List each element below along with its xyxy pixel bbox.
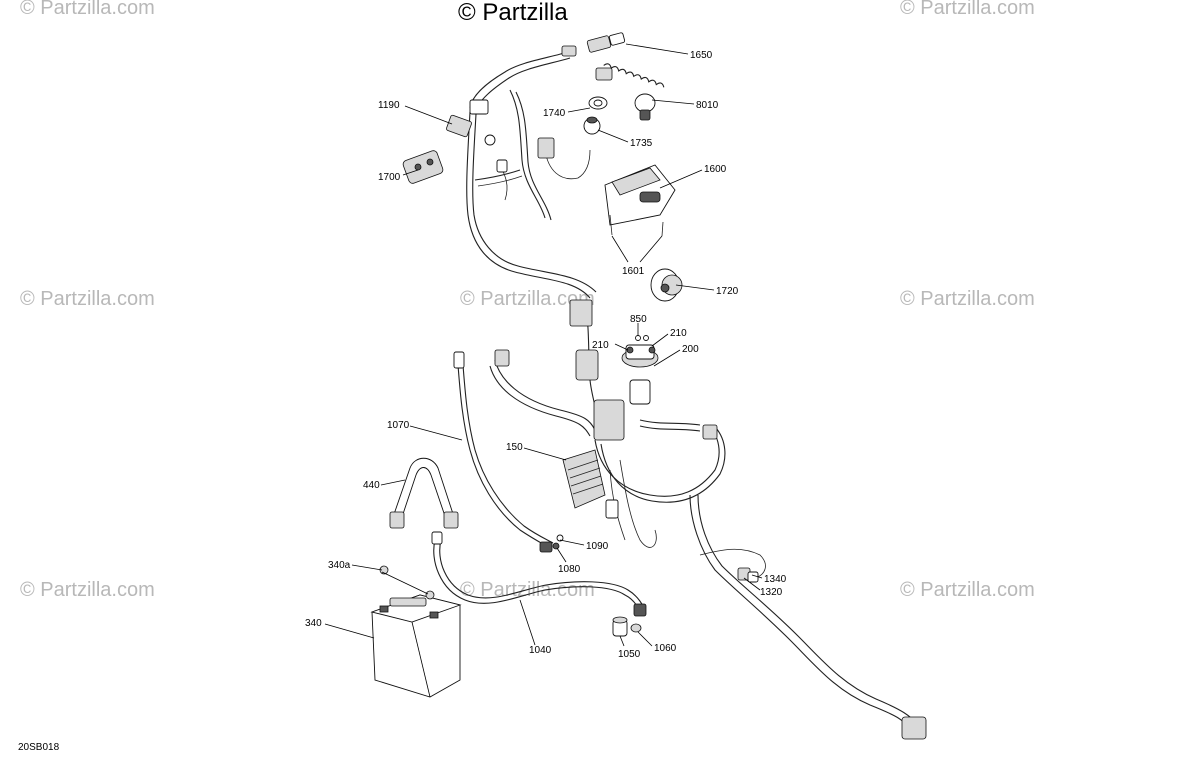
callout-340: 340 <box>305 618 322 629</box>
callout-1070: 1070 <box>387 420 410 431</box>
regulator-150 <box>562 449 606 509</box>
callout-850: 850 <box>630 314 647 325</box>
watermark-4: © Partzilla.com <box>460 288 595 310</box>
watermark-2: © Partzilla.com <box>900 0 1035 19</box>
nut-1060 <box>630 623 642 633</box>
callout-1700: 1700 <box>378 172 401 183</box>
fuse-holder-1050 <box>612 616 628 637</box>
callout-1600: 1600 <box>704 164 727 175</box>
battery-340 <box>370 594 462 698</box>
callout-1735: 1735 <box>630 138 653 149</box>
battery-strap-440 <box>389 457 459 529</box>
watermark-6: © Partzilla.com <box>20 579 155 601</box>
watermark-5: © Partzilla.com <box>900 288 1035 310</box>
cable-1040 <box>433 539 641 616</box>
callout-1601: 1601 <box>622 266 645 277</box>
callout-1080: 1080 <box>558 564 581 575</box>
wiring-harness <box>466 51 919 731</box>
harness-connectors-middle <box>494 349 718 519</box>
reference-code: 20SB018 <box>18 742 60 753</box>
callout-1320: 1320 <box>760 587 783 598</box>
hardware-1080-1090 <box>552 534 564 550</box>
harness-end-connector <box>901 716 927 740</box>
callout-210-left: 210 <box>592 340 609 351</box>
callout-1650: 1650 <box>690 50 713 61</box>
leader-lines <box>324 43 763 647</box>
cap-1735 <box>583 116 601 135</box>
callout-1340: 1340 <box>764 574 787 585</box>
watermark-1: © Partzilla.com <box>20 0 155 19</box>
ecu-1600 <box>604 164 676 237</box>
connector-1340-1320 <box>737 567 759 583</box>
module-1700 <box>402 150 444 184</box>
callout-1050: 1050 <box>618 649 641 660</box>
callout-200: 200 <box>682 344 699 355</box>
callout-labels: 1650 8010 1740 1735 1190 1700 1600 1601 … <box>305 50 787 660</box>
callout-8010: 8010 <box>696 100 719 111</box>
callout-210-right: 210 <box>670 328 687 339</box>
callout-1090: 1090 <box>586 541 609 552</box>
grommet-1740 <box>588 96 608 110</box>
harness-connectors-upper <box>496 137 593 327</box>
connector-1650 <box>561 32 626 57</box>
callout-1040: 1040 <box>529 645 552 656</box>
callout-340a: 340a <box>328 560 351 571</box>
solenoid-200 <box>621 335 659 368</box>
bolts-340a <box>379 565 435 600</box>
coil-cord-8010 <box>595 63 665 121</box>
grommet-1720 <box>650 268 683 302</box>
connector-1190 <box>446 99 496 146</box>
watermark-top: © Partzilla <box>458 0 568 26</box>
watermark-3: © Partzilla.com <box>20 288 155 310</box>
callout-1060: 1060 <box>654 643 677 654</box>
cable-1070 <box>457 364 551 549</box>
cable-1040-end <box>431 531 443 545</box>
callout-440: 440 <box>363 480 380 491</box>
callout-150: 150 <box>506 442 523 453</box>
callout-1190: 1190 <box>378 100 400 111</box>
cable-terminal-1070 <box>539 541 553 553</box>
cable-terminal-top <box>453 351 465 369</box>
cable-1040-terminal <box>633 603 647 617</box>
callout-1740: 1740 <box>543 108 566 119</box>
callout-1720: 1720 <box>716 286 739 297</box>
watermark-8: © Partzilla.com <box>900 579 1035 601</box>
